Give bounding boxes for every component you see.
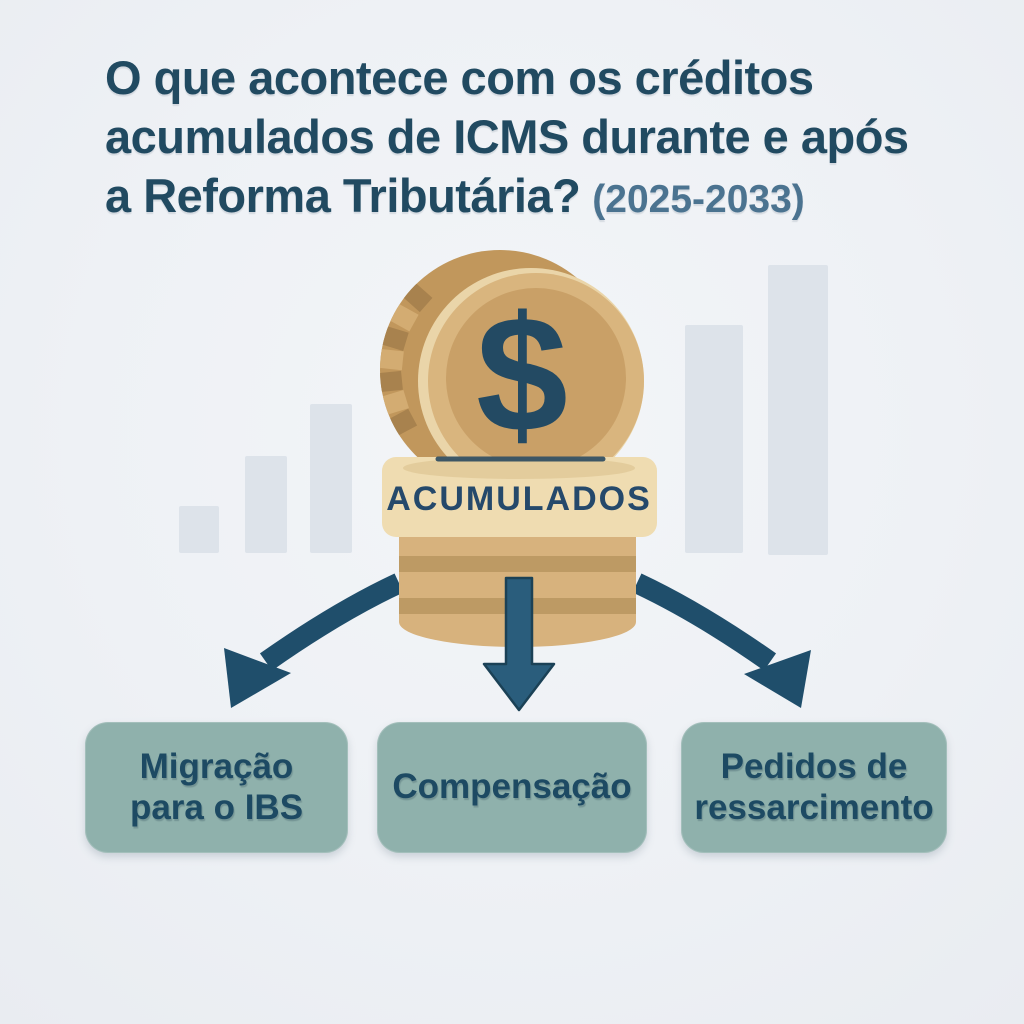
coin-shadow-on-banner: [403, 457, 635, 479]
decorative-bar: [768, 265, 828, 555]
decorative-bar: [245, 456, 287, 553]
outcome-label: Pedidos de ressarcimento: [694, 746, 934, 827]
title-line-2: acumulados de ICMS durante e após: [105, 110, 909, 163]
title-period: (2025-2033): [592, 178, 805, 221]
acumulados-label: ACUMULADOS: [386, 480, 652, 518]
decorative-bar: [685, 325, 743, 553]
coin-stack-stripe: [399, 556, 636, 572]
coin-face: [446, 288, 626, 468]
outcome-box-pedidos-ressarcimento: Pedidos de ressarcimento: [681, 722, 947, 853]
title-line-1: O que acontece com os créditos: [105, 51, 814, 104]
page-title: O que acontece com os créditos acumulado…: [105, 48, 965, 229]
title-question: a Reforma Tributária?: [105, 169, 581, 222]
curved-arrow-left-icon: [224, 573, 404, 708]
decorative-bar-chart-right: [685, 265, 828, 555]
outcome-box-compensacao: Compensação: [377, 722, 647, 853]
decorative-bar-chart-left: [179, 404, 352, 553]
decorative-bar: [179, 506, 219, 553]
curved-arrow-right-icon: [632, 573, 811, 708]
title-line-3: a Reforma Tributária? (2025-2033): [105, 166, 965, 229]
dollar-sign-icon: $: [476, 282, 568, 466]
outcome-label: Migração para o IBS: [129, 746, 304, 827]
coin: $: [418, 268, 644, 494]
acumulados-banner: ACUMULADOS: [382, 456, 657, 537]
outcome-label: Compensação: [392, 767, 632, 807]
outcome-box-migracao-ibs: Migração para o IBS: [85, 722, 348, 853]
down-arrow-icon: [482, 576, 556, 712]
decorative-bar: [310, 404, 352, 553]
